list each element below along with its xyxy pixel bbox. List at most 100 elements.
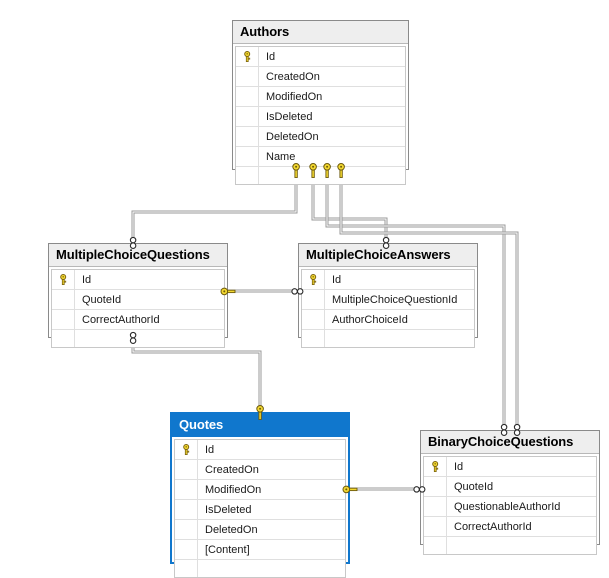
- column-name: QuestionableAuthorId: [454, 500, 561, 513]
- relationship-many-marker-rel-authors-mca: [381, 235, 392, 251]
- key-column-empty: [236, 67, 259, 86]
- key-column-empty: [52, 310, 75, 329]
- key-column-empty: [424, 537, 447, 554]
- connector-highlight-rel-authors-mca: [312, 170, 387, 243]
- table-header-binarychoicequestions[interactable]: BinaryChoiceQuestions: [421, 431, 599, 454]
- table-row[interactable]: MultipleChoiceQuestionId: [302, 290, 474, 310]
- column-name: ModifiedOn: [266, 90, 323, 103]
- table-row[interactable]: QuoteId: [424, 477, 596, 497]
- key-column-empty: [424, 477, 447, 496]
- relationship-one-marker-rel-authors-mca: [308, 162, 319, 178]
- column-name: MultipleChoiceQuestionId: [332, 293, 458, 306]
- connector-highlight-rel-authors-mcq: [132, 170, 297, 243]
- key-column-empty: [302, 310, 325, 329]
- table-row[interactable]: ModifiedOn: [236, 87, 405, 107]
- table-row[interactable]: CreatedOn: [236, 67, 405, 87]
- key-column-empty: [424, 497, 447, 516]
- table-header-multiplechoiceanswers[interactable]: MultipleChoiceAnswers: [299, 244, 477, 267]
- column-name: Name: [266, 150, 296, 163]
- column-name: AuthorChoiceId: [332, 313, 408, 326]
- table-row[interactable]: DeletedOn: [175, 520, 345, 540]
- table-row[interactable]: DeletedOn: [236, 127, 405, 147]
- connector-highlight-rel-authors-bcq-questionable: [326, 170, 505, 430]
- table-row[interactable]: Id: [236, 47, 405, 67]
- relationship-one-marker-rel-authors-mcq: [291, 162, 302, 178]
- column-name: ModifiedOn: [205, 483, 262, 496]
- key-column-empty: [175, 500, 198, 519]
- table-row[interactable]: QuoteId: [52, 290, 224, 310]
- table-row[interactable]: Id: [175, 440, 345, 460]
- relationship-one-marker-rel-mcq-mca: [220, 286, 236, 297]
- key-column-empty: [175, 540, 198, 559]
- key-column-empty: [52, 290, 75, 309]
- table-row[interactable]: CorrectAuthorId: [424, 517, 596, 537]
- column-name: [Content]: [205, 543, 250, 556]
- primary-key-icon: [424, 457, 447, 476]
- table-header-authors[interactable]: Authors: [233, 21, 408, 44]
- relationship-one-marker-rel-authors-bcq-correct: [336, 162, 347, 178]
- table-row[interactable]: CorrectAuthorId: [52, 310, 224, 330]
- column-name: QuoteId: [454, 480, 494, 493]
- key-column-empty: [302, 290, 325, 309]
- primary-key-icon: [302, 270, 325, 289]
- table-row[interactable]: IsDeleted: [175, 500, 345, 520]
- relationship-many-marker-rel-authors-bcq-correct: [512, 422, 523, 438]
- table-row[interactable]: ModifiedOn: [175, 480, 345, 500]
- table-row[interactable]: Id: [52, 270, 224, 290]
- key-column-empty: [424, 517, 447, 536]
- key-column-empty: [236, 147, 259, 166]
- table-header-multiplechoicequestions[interactable]: MultipleChoiceQuestions: [49, 244, 227, 267]
- column-name: IsDeleted: [205, 503, 252, 516]
- key-column-empty: [236, 87, 259, 106]
- connector-highlight-rel-authors-bcq-correct: [340, 170, 518, 430]
- column-name: QuoteId: [82, 293, 122, 306]
- relationship-many-marker-rel-authors-bcq-questionable: [499, 422, 510, 438]
- key-column-empty: [175, 560, 198, 577]
- new-column-row[interactable]: [424, 537, 596, 554]
- column-name: CorrectAuthorId: [454, 520, 532, 533]
- column-name: Id: [266, 50, 276, 63]
- table-row[interactable]: QuestionableAuthorId: [424, 497, 596, 517]
- connector-highlight-rel-quotes-mcq: [132, 338, 261, 412]
- table-row[interactable]: CreatedOn: [175, 460, 345, 480]
- table-row[interactable]: Id: [424, 457, 596, 477]
- column-name: DeletedOn: [205, 523, 258, 536]
- column-name: IsDeleted: [266, 110, 313, 123]
- relationship-many-marker-rel-authors-mcq: [128, 235, 139, 251]
- relationship-many-marker-rel-quotes-bcq: [412, 484, 428, 495]
- primary-key-icon: [175, 440, 198, 459]
- primary-key-icon: [236, 47, 259, 66]
- column-name: CreatedOn: [205, 463, 259, 476]
- new-column-row[interactable]: [175, 560, 345, 577]
- connector-rel-quotes-mcq[interactable]: [131, 338, 262, 412]
- table-row[interactable]: Name: [236, 147, 405, 167]
- relationship-one-marker-rel-authors-bcq-questionable: [322, 162, 333, 178]
- table-row[interactable]: AuthorChoiceId: [302, 310, 474, 330]
- new-column-row[interactable]: [302, 330, 474, 347]
- table-row[interactable]: Id: [302, 270, 474, 290]
- relationship-connectors: [131, 170, 519, 491]
- table-row[interactable]: [Content]: [175, 540, 345, 560]
- new-column-row[interactable]: [236, 167, 405, 184]
- column-name: Id: [454, 460, 464, 473]
- column-name: Id: [82, 273, 92, 286]
- new-column-row[interactable]: [52, 330, 224, 347]
- key-column-empty: [302, 330, 325, 347]
- table-header-quotes[interactable]: Quotes: [172, 414, 348, 437]
- table-row[interactable]: IsDeleted: [236, 107, 405, 127]
- key-column-empty: [175, 460, 198, 479]
- key-column-empty: [236, 107, 259, 126]
- key-column-empty: [236, 167, 259, 184]
- primary-key-icon: [52, 270, 75, 289]
